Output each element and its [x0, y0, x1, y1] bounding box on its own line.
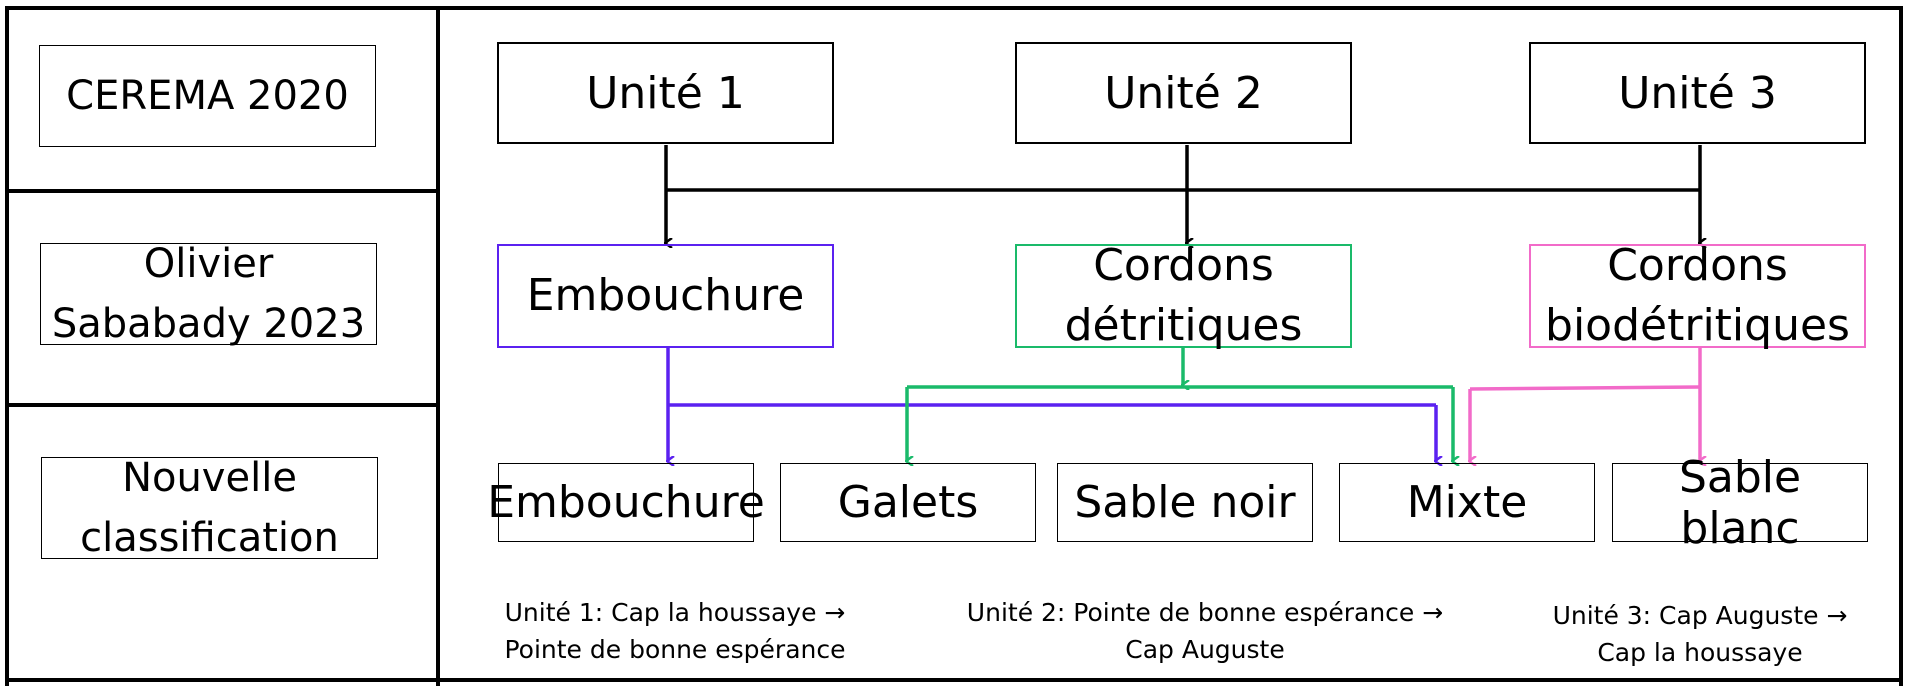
new-sable-blanc-box: Sable blanc — [1612, 452, 1868, 554]
unit-2-box: Unité 2 — [1015, 42, 1352, 144]
unit-1-label: Unité 1 — [586, 67, 745, 119]
unit-3-box: Unité 3 — [1529, 42, 1866, 144]
row-label-sababady: Olivier Sababady 2023 — [40, 241, 377, 347]
unit-connectors — [666, 145, 1700, 243]
note-unite-3: Unité 3: Cap Auguste → Cap la houssaye — [1545, 597, 1855, 671]
new-embouchure-label: Embouchure — [487, 477, 765, 528]
table-frame — [5, 6, 1903, 686]
new-mixte-label: Mixte — [1406, 477, 1528, 528]
note-unite-1: Unité 1: Cap la houssaye → Pointe de bon… — [490, 594, 860, 668]
detritiques-connectors — [907, 348, 1453, 461]
sababady-detritiques-label: Cordons détritiques — [1064, 240, 1303, 351]
sababady-detritiques-box: Cordons détritiques — [1015, 240, 1352, 351]
embouchure-connectors — [668, 348, 1436, 461]
unit-1-box: Unité 1 — [497, 42, 834, 144]
row-label-cerema-text: CEREMA 2020 — [66, 73, 349, 119]
new-sable-noir-label: Sable noir — [1074, 477, 1296, 528]
new-mixte-box: Mixte — [1339, 463, 1595, 542]
new-galets-box: Galets — [780, 463, 1036, 542]
new-embouchure-box: Embouchure — [487, 463, 765, 542]
sababady-biodetritiques-label: Cordons biodétritiques — [1545, 240, 1850, 351]
new-sable-blanc-label: Sable blanc — [1678, 451, 1802, 554]
row-label-cerema: CEREMA 2020 — [39, 45, 376, 147]
biodetritiques-connectors — [1470, 348, 1700, 461]
unit-2-label: Unité 2 — [1104, 67, 1263, 119]
note-unite-2: Unité 2: Pointe de bonne espérance → Cap… — [955, 594, 1455, 668]
note-unite-1-text: Unité 1: Cap la houssaye → Pointe de bon… — [504, 598, 846, 664]
new-galets-label: Galets — [837, 477, 979, 528]
row-label-nouvelle-text: Nouvelle classification — [80, 455, 339, 561]
new-sable-noir-box: Sable noir — [1057, 463, 1313, 542]
row-label-nouvelle: Nouvelle classification — [41, 455, 378, 561]
sababady-embouchure-box: Embouchure — [497, 244, 834, 348]
note-unite-2-text: Unité 2: Pointe de bonne espérance → Cap… — [966, 598, 1444, 664]
sababady-embouchure-label: Embouchure — [526, 270, 805, 321]
sababady-biodetritiques-box: Cordons biodétritiques — [1529, 240, 1866, 351]
note-unite-3-text: Unité 3: Cap Auguste → Cap la houssaye — [1552, 601, 1848, 667]
row-label-sababady-text: Olivier Sababady 2023 — [51, 241, 366, 347]
unit-3-label: Unité 3 — [1618, 67, 1777, 119]
